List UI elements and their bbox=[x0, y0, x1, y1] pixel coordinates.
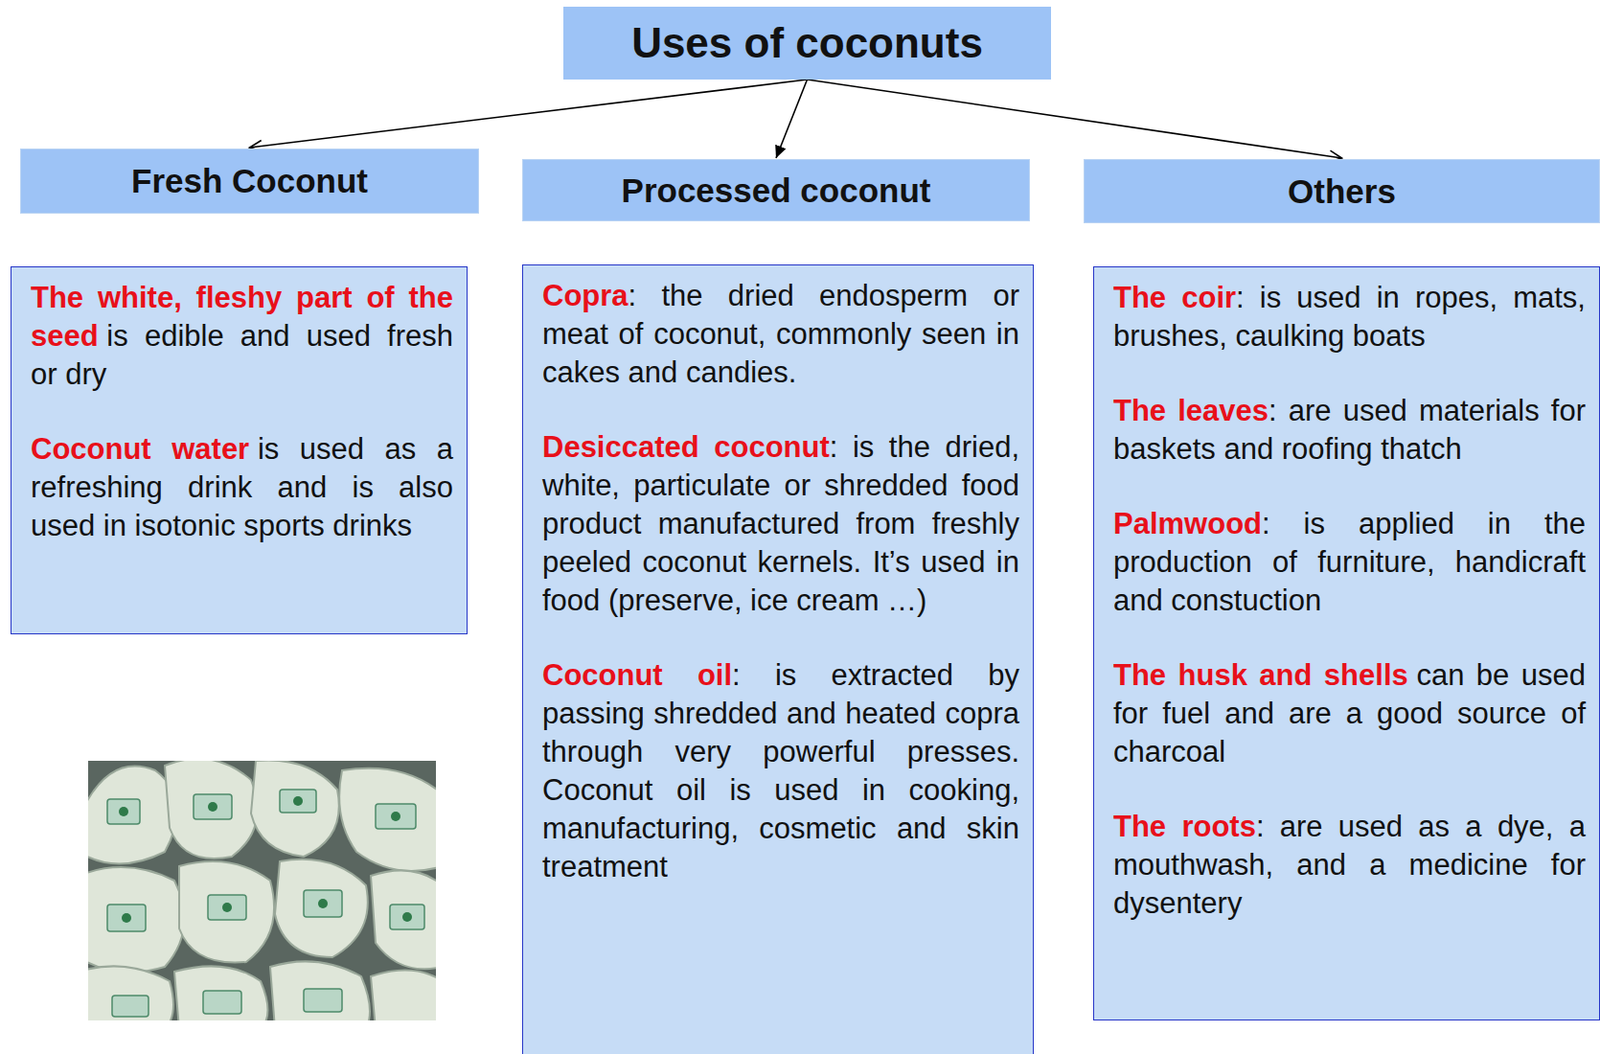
term-label: The roots bbox=[1113, 809, 1257, 844]
description-box: The coir: is used in ropes, mats, brushe… bbox=[1093, 266, 1600, 1021]
description-paragraph: Coconut wateris used as a refreshing dri… bbox=[30, 430, 454, 546]
category-header: Others bbox=[1083, 159, 1600, 224]
description-box: Copra: the dried endosperm or meat of co… bbox=[522, 264, 1034, 1054]
arrow-connector bbox=[807, 79, 1343, 159]
term-label: Desiccated coconut bbox=[542, 430, 830, 464]
arrow-connector bbox=[250, 79, 808, 148]
title-text: Uses of coconuts bbox=[631, 19, 983, 68]
header-text: Fresh Coconut bbox=[131, 161, 368, 201]
description-paragraph: The leaves: are used materials for baske… bbox=[1113, 391, 1586, 469]
header-text: Others bbox=[1287, 172, 1396, 211]
description-paragraph: The coir: is used in ropes, mats, brushe… bbox=[1113, 278, 1586, 356]
term-label: Copra bbox=[542, 278, 629, 313]
category-header: Fresh Coconut bbox=[20, 148, 480, 214]
description-paragraph: Coconut oil: is extracted by passing shr… bbox=[542, 656, 1020, 887]
category-header: Processed coconut bbox=[522, 159, 1030, 222]
term-label: Coconut water bbox=[30, 432, 250, 466]
description-paragraph: Desiccated coconut: is the dried, white,… bbox=[542, 428, 1020, 620]
arrow-connector bbox=[776, 79, 808, 159]
description-paragraph: The white, fleshy part of the seedis edi… bbox=[30, 278, 454, 394]
title-box: Uses of coconuts bbox=[563, 6, 1052, 80]
description-box: The white, fleshy part of the seedis edi… bbox=[10, 266, 468, 635]
description-paragraph: Palmwood: is applied in the production o… bbox=[1113, 504, 1586, 620]
description-paragraph: The husk and shellscan be used for fuel … bbox=[1113, 656, 1586, 772]
term-label: Palmwood bbox=[1113, 506, 1262, 541]
term-label: The leaves bbox=[1113, 393, 1269, 428]
term-label: The coir bbox=[1113, 280, 1236, 315]
description-paragraph: The roots: are used as a dye, a mouthwas… bbox=[1113, 807, 1586, 923]
coconut-photo bbox=[88, 760, 436, 1021]
description-paragraph: Copra: the dried endosperm or meat of co… bbox=[542, 276, 1020, 392]
term-label: The husk and shells bbox=[1113, 658, 1409, 692]
description-text: : is extracted by passing shredded and h… bbox=[542, 658, 1020, 884]
term-label: Coconut oil bbox=[542, 658, 732, 692]
header-text: Processed coconut bbox=[621, 171, 932, 210]
